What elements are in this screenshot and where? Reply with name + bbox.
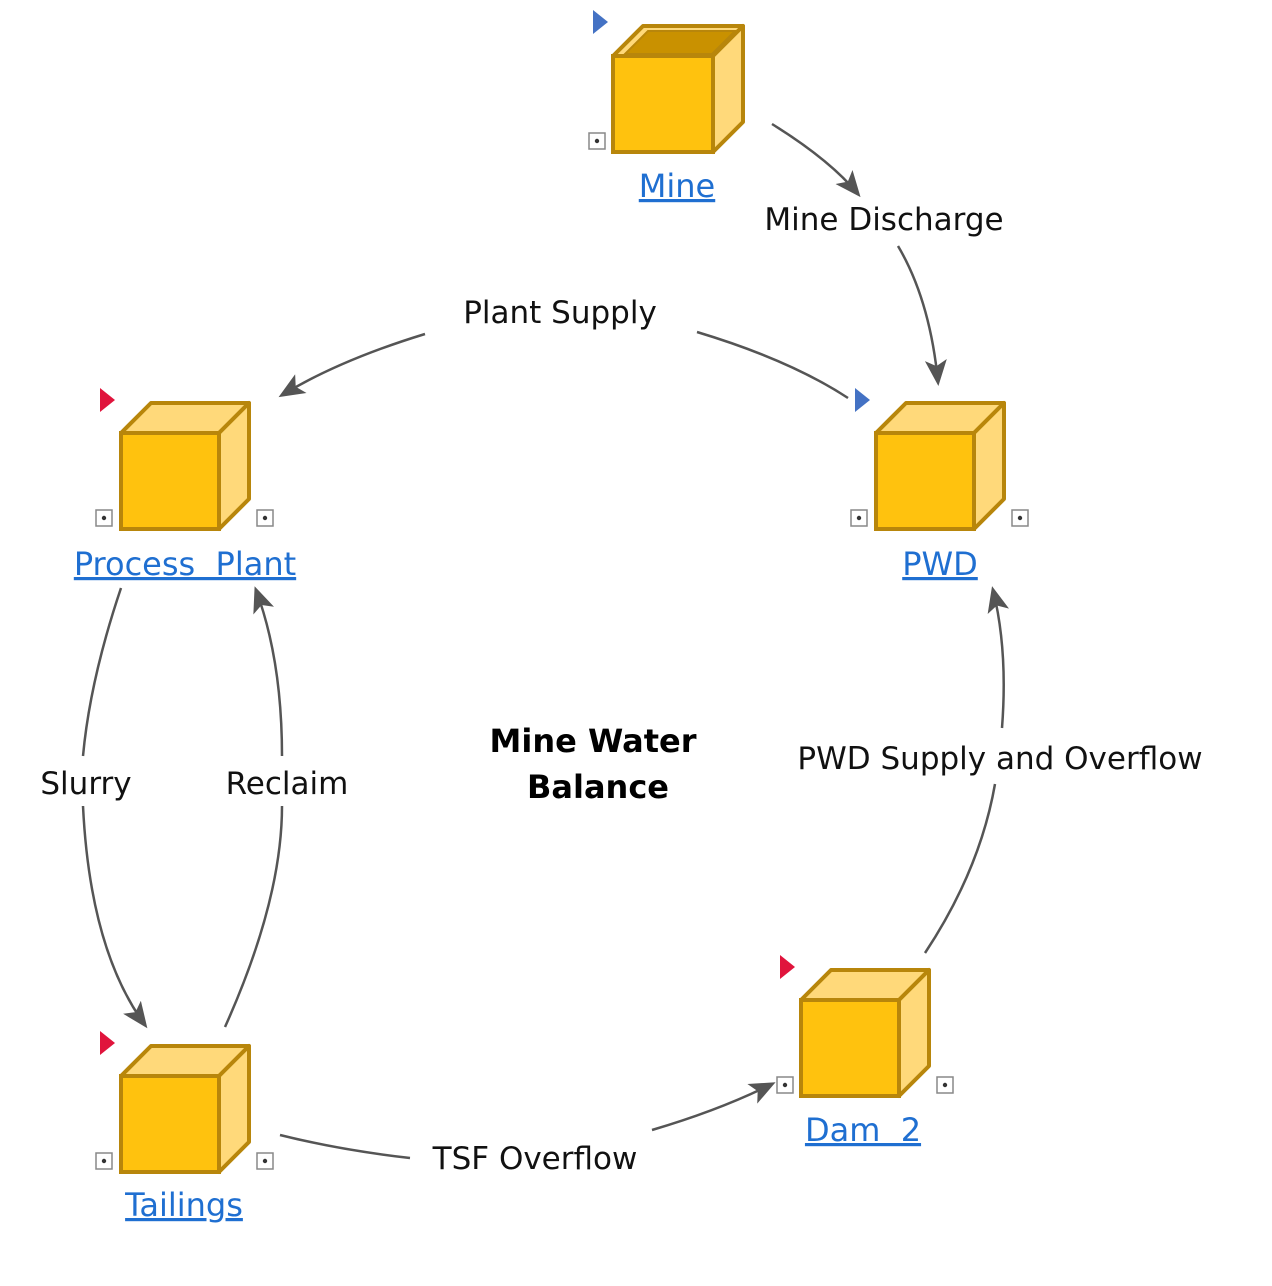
flow-plant-supply-arrow[interactable] [278, 332, 426, 398]
node-tailings-label[interactable]: Tailings [124, 1186, 243, 1224]
flow-plant-supply-label: Plant Supply [463, 295, 657, 331]
pwd-port-left-icon[interactable] [850, 509, 868, 527]
dam2-port-right-icon[interactable] [936, 1076, 954, 1094]
node-process-plant-label[interactable]: Process Plant [74, 545, 296, 583]
node-tailings[interactable]: Tailings [95, 1031, 274, 1224]
flow-pwd-supply-overflow-label: PWD Supply and Overflow [797, 741, 1202, 777]
node-pwd-label[interactable]: PWD [902, 545, 978, 583]
node-dam2-label[interactable]: Dam 2 [805, 1111, 921, 1149]
flow-reclaim[interactable]: Reclaim [223, 586, 349, 1028]
mine-port-icon[interactable] [588, 132, 606, 150]
flow-tsf-overflow[interactable]: TSF Overflow [279, 1082, 776, 1177]
dam2-marker-icon [780, 955, 795, 979]
flow-pwd-supply-overflow-arrow[interactable] [987, 586, 1010, 729]
tailings-port-left-icon[interactable] [95, 1152, 113, 1170]
node-pwd[interactable]: PWD [850, 388, 1029, 583]
flow-slurry-label: Slurry [40, 766, 131, 802]
flow-tsf-overflow-label: TSF Overflow [432, 1141, 638, 1177]
pwd-port-right-icon[interactable] [1011, 509, 1029, 527]
tailings-port-right-icon[interactable] [256, 1152, 274, 1170]
flow-mine-discharge[interactable]: Mine Discharge [764, 122, 1004, 386]
flow-mine-discharge-arrow[interactable] [771, 122, 861, 198]
process-plant-port-right-icon[interactable] [256, 509, 274, 527]
node-process-plant[interactable]: Process Plant [74, 388, 296, 583]
flow-reclaim-label: Reclaim [226, 766, 349, 802]
flow-mine-discharge-label: Mine Discharge [764, 202, 1003, 238]
flow-plant-supply[interactable]: Plant Supply [278, 295, 849, 400]
flow-tsf-overflow-arrow[interactable] [651, 1082, 776, 1132]
flow-slurry-arrow[interactable] [81, 805, 148, 1029]
pwd-marker-icon [855, 388, 870, 412]
node-dam2[interactable]: Dam 2 [776, 955, 954, 1149]
flow-slurry[interactable]: Slurry [40, 587, 148, 1029]
node-mine[interactable]: Mine [588, 10, 745, 205]
node-mine-label[interactable]: Mine [639, 167, 715, 205]
flow-pwd-supply-overflow[interactable]: PWD Supply and Overflow [797, 586, 1203, 954]
dam2-port-left-icon[interactable] [776, 1076, 794, 1094]
flow-reclaim-arrow[interactable] [253, 586, 284, 757]
diagram-title-line2: Balance [527, 768, 669, 806]
process-plant-marker-icon [100, 388, 115, 412]
tailings-marker-icon [100, 1031, 115, 1055]
mine-marker-icon [593, 10, 608, 34]
process-plant-port-left-icon[interactable] [95, 509, 113, 527]
diagram-title-line1: Mine Water [490, 722, 697, 760]
